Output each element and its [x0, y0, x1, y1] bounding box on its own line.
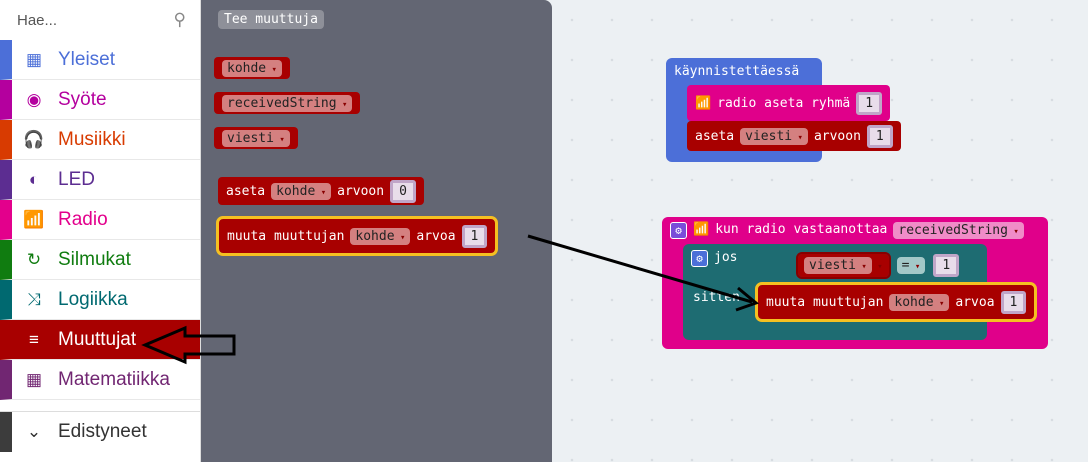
block-text: arvoa: [955, 294, 995, 310]
category-label: Edistyneet: [58, 421, 147, 442]
value-input[interactable]: 1: [933, 253, 960, 277]
category-label: Radio: [58, 208, 108, 230]
signal-icon: 📶: [693, 222, 710, 237]
toolbox: Hae... ⚲ ▦ Yleiset ◉ Syöte 🎧 Musiikki ◐ LED 📶 Rad…: [0, 0, 201, 462]
calculator-icon: ▦: [25, 369, 43, 389]
category-label: Silmukat: [58, 248, 131, 270]
block-text: arvoa: [416, 228, 456, 244]
block-text: jos: [714, 250, 738, 265]
category-led[interactable]: ◐ LED: [0, 160, 200, 200]
category-label: Musiikki: [58, 128, 126, 150]
search-placeholder: Hae...: [17, 11, 58, 29]
variable-dropdown[interactable]: kohde: [271, 182, 332, 200]
set-variable-block[interactable]: aseta viesti arvoon 1: [687, 121, 901, 151]
category-muuttujat[interactable]: ≡ Muuttujat: [0, 320, 200, 360]
shuffle-icon: ⤨: [27, 289, 41, 309]
variable-dropdown[interactable]: receivedString: [222, 94, 353, 112]
refresh-icon: ↻: [26, 249, 42, 269]
target-icon: ◉: [26, 89, 42, 109]
block-text: aseta: [226, 183, 266, 199]
operator-dropdown[interactable]: =: [896, 256, 926, 274]
change-variable-block[interactable]: muuta muuttujan kohde arvoa 1: [215, 216, 499, 256]
variable-block-receivedstring[interactable]: receivedString: [214, 92, 361, 114]
value-input[interactable]: 0: [390, 179, 416, 203]
list-icon: ≡: [29, 329, 39, 349]
compare-block[interactable]: viesti = 1: [790, 250, 968, 280]
variable-dropdown[interactable]: viesti: [804, 256, 872, 274]
category-syte[interactable]: ◉ Syöte: [0, 80, 200, 120]
variable-dropdown[interactable]: kohde: [889, 293, 950, 311]
block-text: arvoon: [337, 183, 385, 199]
divider: [0, 400, 200, 412]
block-text: aseta: [695, 128, 735, 144]
make-variable-button[interactable]: Tee muuttuja: [218, 10, 324, 29]
search-icon[interactable]: ⚲: [173, 10, 186, 29]
block-title: kun radio vastaanottaa: [715, 222, 888, 237]
variable-block-viesti[interactable]: viesti: [214, 127, 298, 149]
variable-dropdown[interactable]: kohde: [222, 59, 282, 77]
gear-icon[interactable]: ⚙: [670, 222, 687, 239]
block-title: käynnistettäessä: [674, 64, 800, 79]
chevron-down-icon: ⌄: [26, 422, 42, 441]
category-radio[interactable]: 📶 Radio: [0, 200, 200, 240]
grid-icon: ▦: [25, 49, 43, 69]
set-variable-block[interactable]: aseta kohde arvoon 0: [218, 177, 424, 205]
variable-dropdown[interactable]: kohde: [350, 227, 411, 245]
category-musiikki[interactable]: 🎧 Musiikki: [0, 120, 200, 160]
category-edistyneet[interactable]: ⌄ Edistyneet: [0, 412, 200, 452]
value-input[interactable]: 1: [461, 224, 488, 248]
headphones-icon: 🎧: [23, 129, 45, 149]
toggle-icon: ◐: [28, 169, 40, 189]
category-matematiikka[interactable]: ▦ Matematiikka: [0, 360, 200, 400]
gear-icon[interactable]: ⚙: [691, 250, 708, 267]
category-label: Yleiset: [58, 48, 116, 70]
signal-icon: 📶: [695, 95, 712, 111]
value-input[interactable]: 1: [866, 124, 893, 148]
category-label: LED: [58, 168, 95, 190]
signal-icon: 📶: [23, 209, 45, 229]
category-label: Syöte: [58, 88, 107, 110]
category-logiikka[interactable]: ⤨ Logiikka: [0, 280, 200, 320]
value-input[interactable]: 1: [856, 91, 883, 115]
variable-dropdown[interactable]: viesti: [222, 129, 290, 147]
category-label: Muuttujat: [58, 328, 137, 350]
category-yleiset[interactable]: ▦ Yleiset: [0, 40, 200, 80]
radio-set-group-block[interactable]: 📶 radio aseta ryhmä 1: [687, 85, 891, 121]
category-silmukat[interactable]: ↻ Silmukat: [0, 240, 200, 280]
search-input[interactable]: Hae... ⚲: [0, 0, 200, 40]
block-text: radio aseta ryhmä: [717, 95, 851, 111]
block-text: muuta muuttujan: [227, 228, 345, 244]
value-input[interactable]: 1: [1000, 290, 1027, 314]
block-text: muuta muuttujan: [766, 294, 884, 310]
change-variable-block[interactable]: muuta muuttujan kohde arvoa 1: [754, 282, 1038, 322]
block-text: arvoon: [813, 128, 861, 144]
variable-dropdown[interactable]: viesti: [740, 127, 808, 145]
variable-block-kohde[interactable]: kohde: [214, 57, 290, 79]
then-label: sitten: [693, 290, 740, 305]
category-label: Matematiikka: [58, 368, 170, 390]
category-label: Logiikka: [58, 288, 128, 310]
parameter-dropdown[interactable]: receivedString: [893, 222, 1024, 239]
